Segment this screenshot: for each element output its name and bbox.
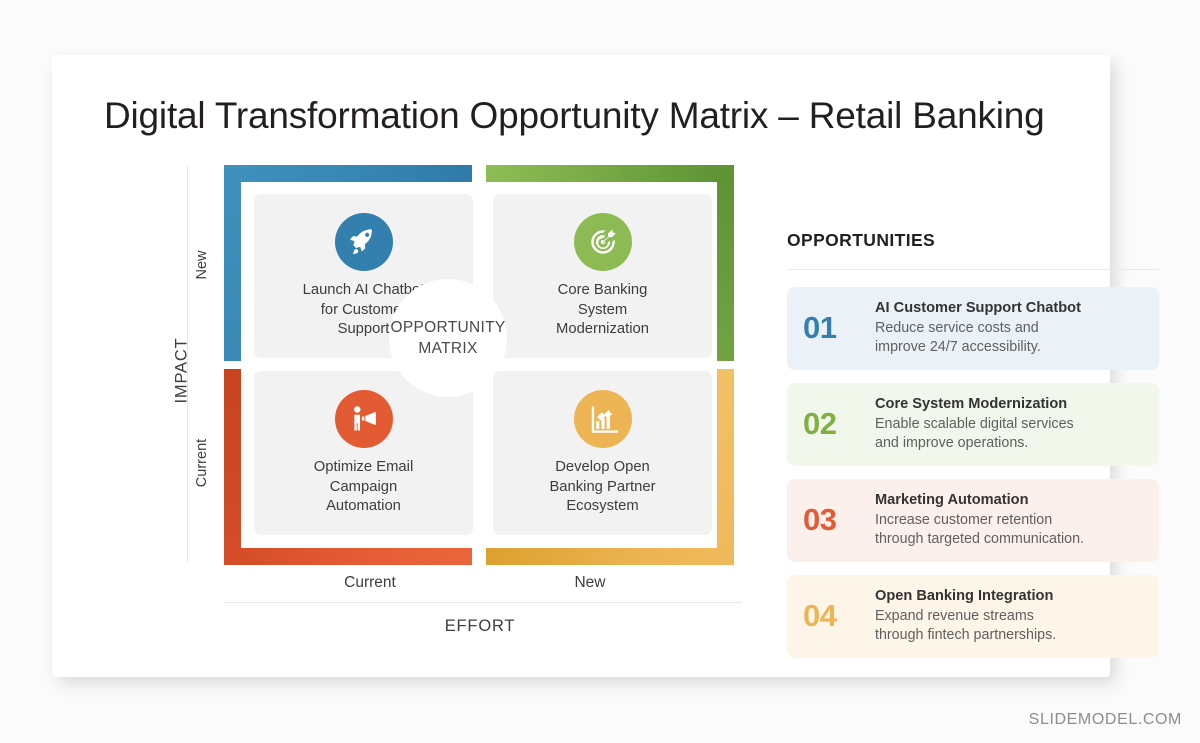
matrix-center-line2: MATRIX [418, 340, 478, 357]
opportunity-text: Open Banking Integration Expand revenue … [875, 588, 1143, 644]
opportunity-number: 01 [803, 310, 837, 345]
opportunity-description: Expand revenue streams through fintech p… [875, 608, 1057, 643]
slide-card: Digital Transformation Opportunity Matri… [52, 55, 1159, 677]
opportunities-title: OPPORTUNITIES [787, 230, 936, 250]
x-axis-tick-current: Current [344, 574, 396, 591]
quadrant-card-bottom-left[interactable]: Optimize Email Campaign Automation [254, 371, 473, 535]
x-axis-line [224, 602, 742, 603]
quadrant-card-bottom-right[interactable]: Develop Open Banking Partner Ecosystem [493, 371, 712, 535]
opportunity-text: AI Customer Support Chatbot Reduce servi… [875, 300, 1143, 356]
opportunity-matrix: IMPACT New Current Current New EFFORT La… [130, 165, 742, 635]
rocket-icon [334, 213, 393, 271]
y-axis-tick-current: Current [194, 438, 210, 488]
opportunity-number: 02 [803, 406, 837, 441]
opportunities-panel: OPPORTUNITIES 01 AI Customer Support Cha… [787, 230, 1159, 671]
opportunity-item-04[interactable]: 04 Open Banking Integration Expand reven… [787, 575, 1159, 658]
y-axis-title: IMPACT [172, 337, 191, 404]
matrix-center-line1: OPPORTUNITY [390, 319, 506, 336]
y-axis-tick-new: New [194, 250, 210, 280]
quadrant-area: Launch AI Chatbot for Customer Support C… [224, 165, 742, 565]
opportunity-description: Enable scalable digital services and imp… [875, 416, 1074, 451]
opportunity-text: Core System Modernization Enable scalabl… [875, 396, 1143, 452]
opportunity-description: Increase customer retention through targ… [875, 512, 1085, 547]
quadrant-label-bottom-left: Optimize Email Campaign Automation [313, 459, 414, 514]
quadrant-label-top-right: Core Banking System Modernization [556, 282, 649, 337]
opportunity-number: 03 [803, 502, 837, 537]
opportunity-item-01[interactable]: 01 AI Customer Support Chatbot Reduce se… [787, 287, 1159, 370]
opportunity-heading: Open Banking Integration [875, 588, 1054, 604]
site-watermark: SLIDEMODEL.COM [1028, 711, 1182, 728]
opportunity-text: Marketing Automation Increase customer r… [875, 492, 1143, 548]
quadrant-card-top-right[interactable]: Core Banking System Modernization [493, 194, 712, 358]
opportunity-heading: AI Customer Support Chatbot [875, 300, 1081, 316]
opportunity-item-02[interactable]: 02 Core System Modernization Enable scal… [787, 383, 1159, 466]
page-title: Digital Transformation Opportunity Matri… [104, 95, 1045, 136]
megaphone-icon [334, 390, 393, 448]
opportunity-number: 04 [803, 598, 837, 633]
opportunity-heading: Core System Modernization [875, 396, 1068, 412]
quadrant-label-bottom-right: Develop Open Banking Partner Ecosystem [549, 459, 656, 514]
y-axis-line [187, 165, 188, 563]
opportunity-item-03[interactable]: 03 Marketing Automation Increase custome… [787, 479, 1159, 562]
panel-divider [787, 269, 1159, 270]
x-axis-tick-new: New [574, 574, 606, 591]
target-icon [573, 213, 632, 271]
opportunity-description: Reduce service costs and improve 24/7 ac… [875, 320, 1041, 355]
matrix-center-badge: OPPORTUNITY MATRIX [389, 279, 507, 397]
bar-chart-icon [573, 390, 632, 448]
x-axis-title: EFFORT [444, 617, 516, 635]
opportunity-heading: Marketing Automation [875, 492, 1029, 508]
